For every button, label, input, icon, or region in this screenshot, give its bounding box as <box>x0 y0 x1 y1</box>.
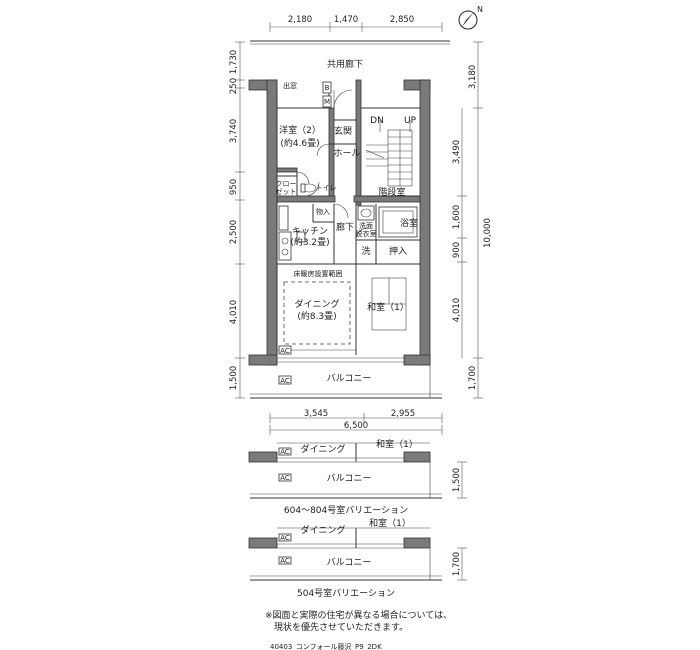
compass-label: N <box>477 5 483 14</box>
compass-icon: N <box>458 5 483 30</box>
dim-left-2: 250 <box>229 78 239 94</box>
meter-boxes: B M 出窓 <box>283 81 332 108</box>
right-dimension-line: 3,180 10,000 1,700 3,490 1,600 900 4,010 <box>452 41 493 399</box>
dim-top-3: 2,850 <box>390 15 414 25</box>
var2-caption: 504号室バリエーション <box>297 587 395 599</box>
note-line-2: 現状を優先させていただきます。 <box>274 621 408 633</box>
dim-top-2: 1,470 <box>334 15 358 25</box>
bath-fixtures <box>357 205 418 238</box>
kitchen-fixtures <box>278 205 306 261</box>
top-dimension-line: 2,180 1,470 2,850 <box>269 15 443 32</box>
corridor-label: 共用廊下 <box>327 58 363 70</box>
hallway-label: 廊下 <box>336 221 354 233</box>
dim-right-outer-2: 10,000 <box>483 218 493 248</box>
var2-dim: 1,700 <box>452 552 462 576</box>
dim-left-6: 4,010 <box>229 300 239 324</box>
bathroom-label: 浴室 <box>400 217 418 229</box>
washer-label: 洗 <box>361 245 370 257</box>
balcony-windows <box>277 357 404 363</box>
var1-dim: 1,500 <box>452 468 462 492</box>
dim-right-inner-1: 3,490 <box>452 140 462 164</box>
western-room-size: (約4.6畳) <box>280 137 319 149</box>
bottom-dimension-line: 3,545 2,955 6,500 <box>269 409 443 435</box>
closet-label-b: ゼット <box>276 187 297 196</box>
dim-left-1: 1,730 <box>229 50 239 74</box>
var2-ac-bottom: AC <box>280 557 290 565</box>
b-box-label: B <box>325 84 330 92</box>
closet-label-a: クロー <box>276 180 297 188</box>
note-line-1: ※図面と実際の住宅が異なる場合については、 <box>265 609 452 621</box>
dim-left-7: 1,500 <box>229 366 239 390</box>
toilet-icon <box>300 183 317 193</box>
dining-label: ダイニング <box>294 298 339 310</box>
var2-ac-top: AC <box>280 534 290 542</box>
mb-box-label: M <box>324 98 330 106</box>
washroom-label-b: 脱衣室 <box>356 229 377 238</box>
common-corridor: 共用廊下 <box>250 40 450 70</box>
balcony-ac-icon <box>278 375 292 385</box>
dim-right-outer-3: 1,700 <box>468 366 478 390</box>
var1-ac-top: AC <box>280 448 290 456</box>
var2-dining-label: ダイニング <box>300 524 345 536</box>
dim-left-3: 3,740 <box>229 119 239 143</box>
dim-right-inner-2: 1,600 <box>452 205 462 229</box>
toilet-label: トイレ <box>316 184 337 192</box>
var1-balcony-label: バルコニー <box>327 473 372 484</box>
left-dimension-line: 1,730 250 3,740 950 2,500 4,010 1,500 <box>229 41 245 399</box>
var1-ac-bottom: AC <box>280 474 290 482</box>
stairwell-steps <box>365 120 413 187</box>
var1-caption: 604～804号室バリエーション <box>284 504 408 516</box>
dim-right-outer-1: 3,180 <box>468 65 478 89</box>
oshiire-label: 押入 <box>389 245 407 257</box>
dim-right-inner-3: 900 <box>452 242 462 258</box>
dim-left-4: 950 <box>229 179 239 195</box>
ac-unit-icon <box>278 345 292 355</box>
entrance-label: 玄関 <box>334 125 352 137</box>
variation-2: AC AC ダイニング 和室（1） バルコニー 1,700 504号室バリエーシ… <box>248 517 467 599</box>
footer-code: 40403_コンフォール藤沢_P9_2DK <box>270 642 382 650</box>
japanese-room-label: 和室（1） <box>367 301 409 313</box>
balcony-label: バルコニー <box>327 373 372 384</box>
balcony-ac-label: AC <box>280 377 290 385</box>
western-room-label: 洋室（2） <box>279 124 321 136</box>
dim-bottom-2: 2,955 <box>391 409 415 419</box>
window-label: 出窓 <box>283 81 297 90</box>
storage-label: 物入 <box>316 207 330 216</box>
dim-right-inner-4: 4,010 <box>452 298 462 322</box>
dim-bottom-1: 3,545 <box>304 409 328 419</box>
variation-1: AC AC ダイニング 和室（1） バルコニー 1,500 604～804号室バ… <box>248 438 467 516</box>
dining-size: (約8.3畳) <box>297 310 336 322</box>
dim-bottom-total: 6,500 <box>344 421 368 431</box>
ac-label: AC <box>280 347 290 355</box>
tatami-mats <box>371 277 407 331</box>
washroom-label-a: 洗面 <box>359 221 373 230</box>
dim-left-5: 2,500 <box>229 220 239 244</box>
var1-dining-label: ダイニング <box>300 443 345 455</box>
floor-heating-area <box>283 281 351 345</box>
stairwell-label: 階段室 <box>378 186 405 198</box>
hall-label: ホール <box>333 148 360 159</box>
dim-top-1: 2,180 <box>288 15 312 25</box>
kitchen-size: (約3.2畳) <box>290 236 329 248</box>
balcony: AC バルコニー <box>250 365 442 399</box>
stair-dn-label: DN <box>370 116 384 126</box>
var2-japanese-label: 和室（1） <box>369 517 411 529</box>
stair-up-label: UP <box>404 116 417 126</box>
var2-balcony-label: バルコニー <box>327 557 372 568</box>
var1-japanese-label: 和室（1） <box>376 438 418 450</box>
floor-heating-label: 床暖房設置範囲 <box>294 269 343 278</box>
door-swings <box>296 89 369 241</box>
kitchen-label: キッチン <box>292 226 328 237</box>
